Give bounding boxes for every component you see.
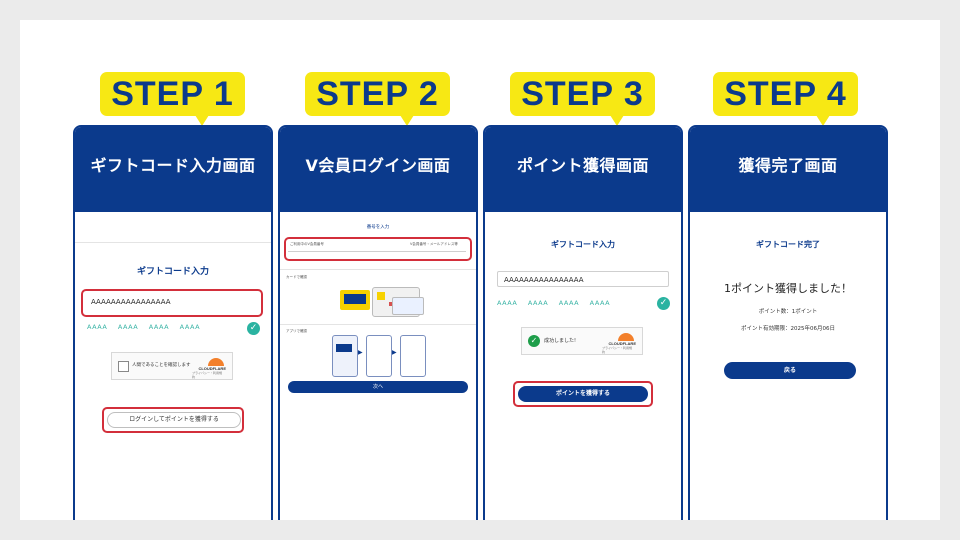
arrow-icon: ▶ <box>392 349 397 356</box>
card-back-illustration <box>392 297 424 315</box>
button-highlight <box>102 407 244 433</box>
card-chip <box>377 292 385 300</box>
points-acquired-message: 1ポイント獲得しました！ <box>724 282 852 295</box>
step-1-badge-pointer <box>195 115 209 126</box>
card-section-label: カードで確認 <box>286 275 307 279</box>
check-icon: ✓ <box>657 297 670 310</box>
points-count-text: ポイント数：1ポイント <box>758 309 818 315</box>
next-button[interactable]: 次へ <box>288 381 468 393</box>
cloudflare-links[interactable]: プライバシー・利用規約 <box>192 371 222 379</box>
step-3-phone: ポイント獲得画面 ギフトコード入力 AAAAAAAAAAAAAAAA AAAA … <box>483 125 683 520</box>
arrow-icon: ▶ <box>358 349 363 356</box>
step-1-badge: STEP 1 <box>100 72 245 116</box>
cloudflare-widget: ✓ 成功しました! CLOUDFLARE プライバシー・利用規約 <box>521 327 643 355</box>
step-4-header: 獲得完了画面 <box>690 127 886 212</box>
gift-code-title: ギフトコード入力 <box>551 240 615 249</box>
app-card-block <box>336 344 352 352</box>
cloudflare-logo: CLOUDFLARE プライバシー・利用規約 <box>192 358 226 379</box>
check-icon: ✓ <box>247 322 260 335</box>
login-get-points-button[interactable]: ログインしてポイントを獲得する <box>107 412 241 428</box>
login-field-underline[interactable] <box>288 251 466 252</box>
slide: STEP 1 ギフトコード入力画面 ギフトコード入力 AAAAAAAAAAAAA… <box>20 20 940 520</box>
captcha-checkbox[interactable] <box>118 361 129 372</box>
cloudflare-widget: 人間であることを確認します CLOUDFLARE プライバシー・利用規約 <box>111 352 233 380</box>
back-button[interactable]: 戻る <box>724 362 856 379</box>
divider <box>280 269 476 270</box>
cloudflare-wordmark: CLOUDFLARE <box>608 341 636 346</box>
cloudflare-logo: CLOUDFLARE プライバシー・利用規約 <box>602 333 636 354</box>
step-4-phone: 獲得完了画面 ギフトコード完了 1ポイント獲得しました！ ポイント数：1ポイント… <box>688 125 888 520</box>
cloud-icon <box>208 358 224 366</box>
captcha-hint-text: AAAA AAAA AAAA AAAA <box>87 323 201 331</box>
points-expiry-text: ポイント有効期限：2025年06月06日 <box>741 326 835 332</box>
captcha-label: 人間であることを確認します <box>132 363 191 368</box>
step-3-badge-pointer <box>610 115 624 126</box>
card-illustration <box>340 290 370 310</box>
card-stripe <box>344 294 366 304</box>
step-2-phone: V会員ログイン画面 番号を入力 ご利用中のV会員番号 V会員番号・メールアドレス… <box>278 125 478 520</box>
button-highlight <box>513 381 653 407</box>
step-4-badge: STEP 4 <box>713 72 858 116</box>
phone-illustration-3 <box>400 335 426 377</box>
step-3-badge: STEP 3 <box>510 72 655 116</box>
app-section-label: アプリで確認 <box>286 329 307 333</box>
get-points-button[interactable]: ポイントを獲得する <box>518 386 648 402</box>
gift-code-input[interactable]: AAAAAAAAAAAAAAAA <box>91 298 171 306</box>
success-check-icon: ✓ <box>528 335 540 347</box>
login-field-highlight <box>284 237 472 261</box>
step-1-phone: ギフトコード入力画面 ギフトコード入力 AAAAAAAAAAAAAAAA AAA… <box>73 125 273 520</box>
phone-illustration-2 <box>366 335 392 377</box>
step-1-header: ギフトコード入力画面 <box>75 127 271 212</box>
step-4-badge-pointer <box>816 115 830 126</box>
captcha-hint-text: AAAA AAAA AAAA AAAA <box>497 299 611 307</box>
gift-code-input[interactable]: AAAAAAAAAAAAAAAA <box>497 271 669 287</box>
cloudflare-links[interactable]: プライバシー・利用規約 <box>602 346 632 354</box>
step-2-header: V会員ログイン画面 <box>280 127 476 212</box>
step-3-header: ポイント獲得画面 <box>485 127 681 212</box>
cloud-icon <box>618 333 634 341</box>
input-highlight <box>81 289 263 317</box>
enter-number-title: 番号を入力 <box>366 225 390 230</box>
gift-code-title: ギフトコード入力 <box>136 267 209 277</box>
divider <box>75 242 271 243</box>
member-number-hint[interactable]: V会員番号・メールアドレス等 <box>410 242 458 246</box>
step-2-badge-pointer <box>400 115 414 126</box>
gift-code-complete-title: ギフトコード完了 <box>756 240 820 249</box>
step-2-badge: STEP 2 <box>305 72 450 116</box>
member-number-label: ご利用中のV会員番号 <box>290 242 324 246</box>
phone-illustration-1 <box>332 335 358 377</box>
divider <box>280 324 476 325</box>
success-label: 成功しました! <box>544 338 577 344</box>
cloudflare-wordmark: CLOUDFLARE <box>198 366 226 371</box>
